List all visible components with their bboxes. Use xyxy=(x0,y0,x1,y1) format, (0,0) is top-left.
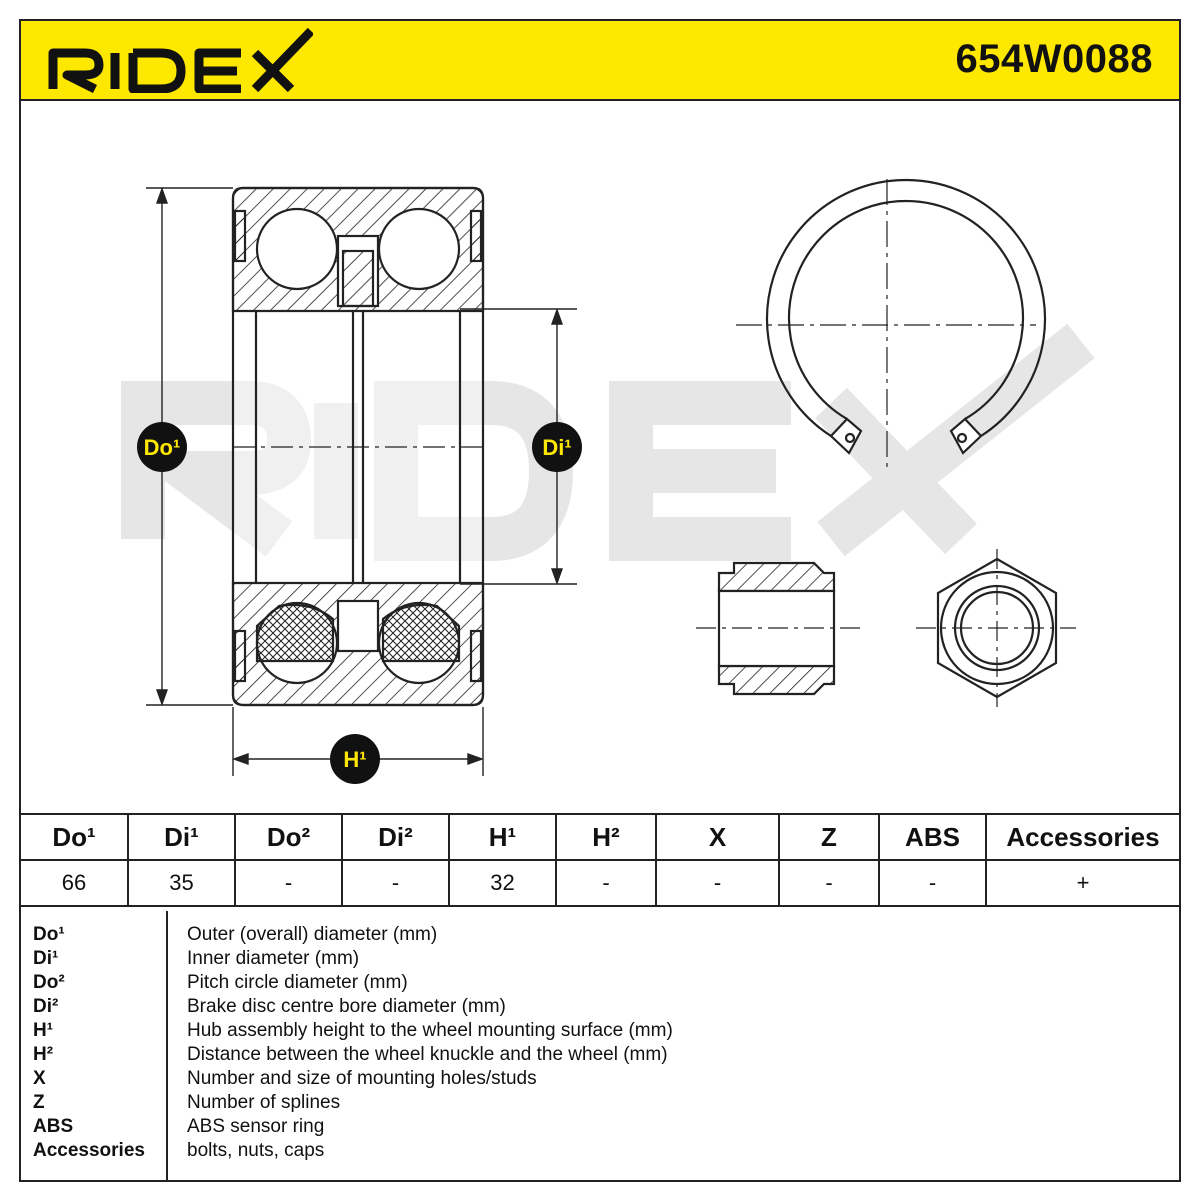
value-h1: 32 xyxy=(448,859,557,907)
legend-description: Brake disc centre bore diameter (mm) xyxy=(187,996,506,1017)
legend-description: Distance between the wheel knuckle and t… xyxy=(187,1044,668,1065)
header-accessories: Accessories xyxy=(985,813,1179,861)
legend-description: Pitch circle diameter (mm) xyxy=(187,972,408,993)
hex-nut-end-view xyxy=(916,549,1076,707)
svg-text:Do¹: Do¹ xyxy=(144,435,181,460)
legend-key: Do¹ xyxy=(33,924,65,945)
legend-description: Hub assembly height to the wheel mountin… xyxy=(187,1020,673,1041)
sleeve-side-view xyxy=(696,561,861,696)
value-di1: 35 xyxy=(127,859,236,907)
legend: Do¹ Di¹ Do² Di² H¹ H² X Z ABS Accessorie… xyxy=(21,911,1179,1180)
header-abs: ABS xyxy=(878,813,987,861)
legend-description: Outer (overall) diameter (mm) xyxy=(187,924,438,945)
legend-description: Number and size of mounting holes/studs xyxy=(187,1068,537,1089)
svg-text:Di¹: Di¹ xyxy=(542,435,571,460)
legend-key: Z xyxy=(33,1092,45,1113)
header-h2: H² xyxy=(555,813,657,861)
legend-keys: Do¹ Di¹ Do² Di² H¹ H² X Z ABS Accessorie… xyxy=(21,911,168,1180)
header-z: Z xyxy=(778,813,880,861)
header-di1: Di¹ xyxy=(127,813,236,861)
do1-badge: Do¹ xyxy=(137,422,187,472)
legend-key: Accessories xyxy=(33,1140,145,1161)
table-value-row: 66 35 - - 32 - - - - + xyxy=(21,859,1179,907)
legend-description: Inner diameter (mm) xyxy=(187,948,360,969)
value-accessories: + xyxy=(985,859,1179,907)
svg-text:H¹: H¹ xyxy=(343,747,366,772)
h1-badge: H¹ xyxy=(330,734,380,784)
part-number: 654W0088 xyxy=(955,37,1153,81)
table-header-row: Do¹ Di¹ Do² Di² H¹ H² X Z ABS Accessorie… xyxy=(21,813,1179,861)
header-x: X xyxy=(655,813,780,861)
value-z: - xyxy=(778,859,880,907)
value-do1: 66 xyxy=(21,859,129,907)
di1-badge: Di¹ xyxy=(532,422,582,472)
bearing-drawing-svg: Do¹ Di¹ xyxy=(121,178,1095,784)
dimensions-table: Do¹ Di¹ Do² Di² H¹ H² X Z ABS Accessorie… xyxy=(21,813,1179,907)
header-do2: Do² xyxy=(234,813,343,861)
value-di2: - xyxy=(341,859,450,907)
legend-key: Do² xyxy=(33,972,65,993)
legend-description: Number of splines xyxy=(187,1092,341,1113)
legend-key: X xyxy=(33,1068,46,1089)
header-bar: 654W0088 xyxy=(21,21,1179,101)
legend-key: Di² xyxy=(33,996,59,1017)
legend-description: bolts, nuts, caps xyxy=(187,1140,325,1161)
value-abs: - xyxy=(878,859,987,907)
legend-description: ABS sensor ring xyxy=(187,1116,325,1137)
product-sheet: 654W0088 xyxy=(19,19,1181,1182)
circlip-drawing xyxy=(736,178,1047,473)
legend-descriptions: Outer (overall) diameter (mm) Inner diam… xyxy=(187,911,673,1163)
value-do2: - xyxy=(234,859,343,907)
bearing-cross-section xyxy=(231,186,485,707)
ridex-logo xyxy=(48,27,313,93)
header-h1: H¹ xyxy=(448,813,557,861)
legend-key: H² xyxy=(33,1044,54,1065)
legend-key: ABS xyxy=(33,1116,74,1137)
value-h2: - xyxy=(555,859,657,907)
technical-drawing: Do¹ Di¹ xyxy=(21,101,1179,813)
header-do1: Do¹ xyxy=(21,813,129,861)
legend-key: H¹ xyxy=(33,1020,54,1041)
value-x: - xyxy=(655,859,780,907)
legend-key: Di¹ xyxy=(33,948,59,969)
header-di2: Di² xyxy=(341,813,450,861)
